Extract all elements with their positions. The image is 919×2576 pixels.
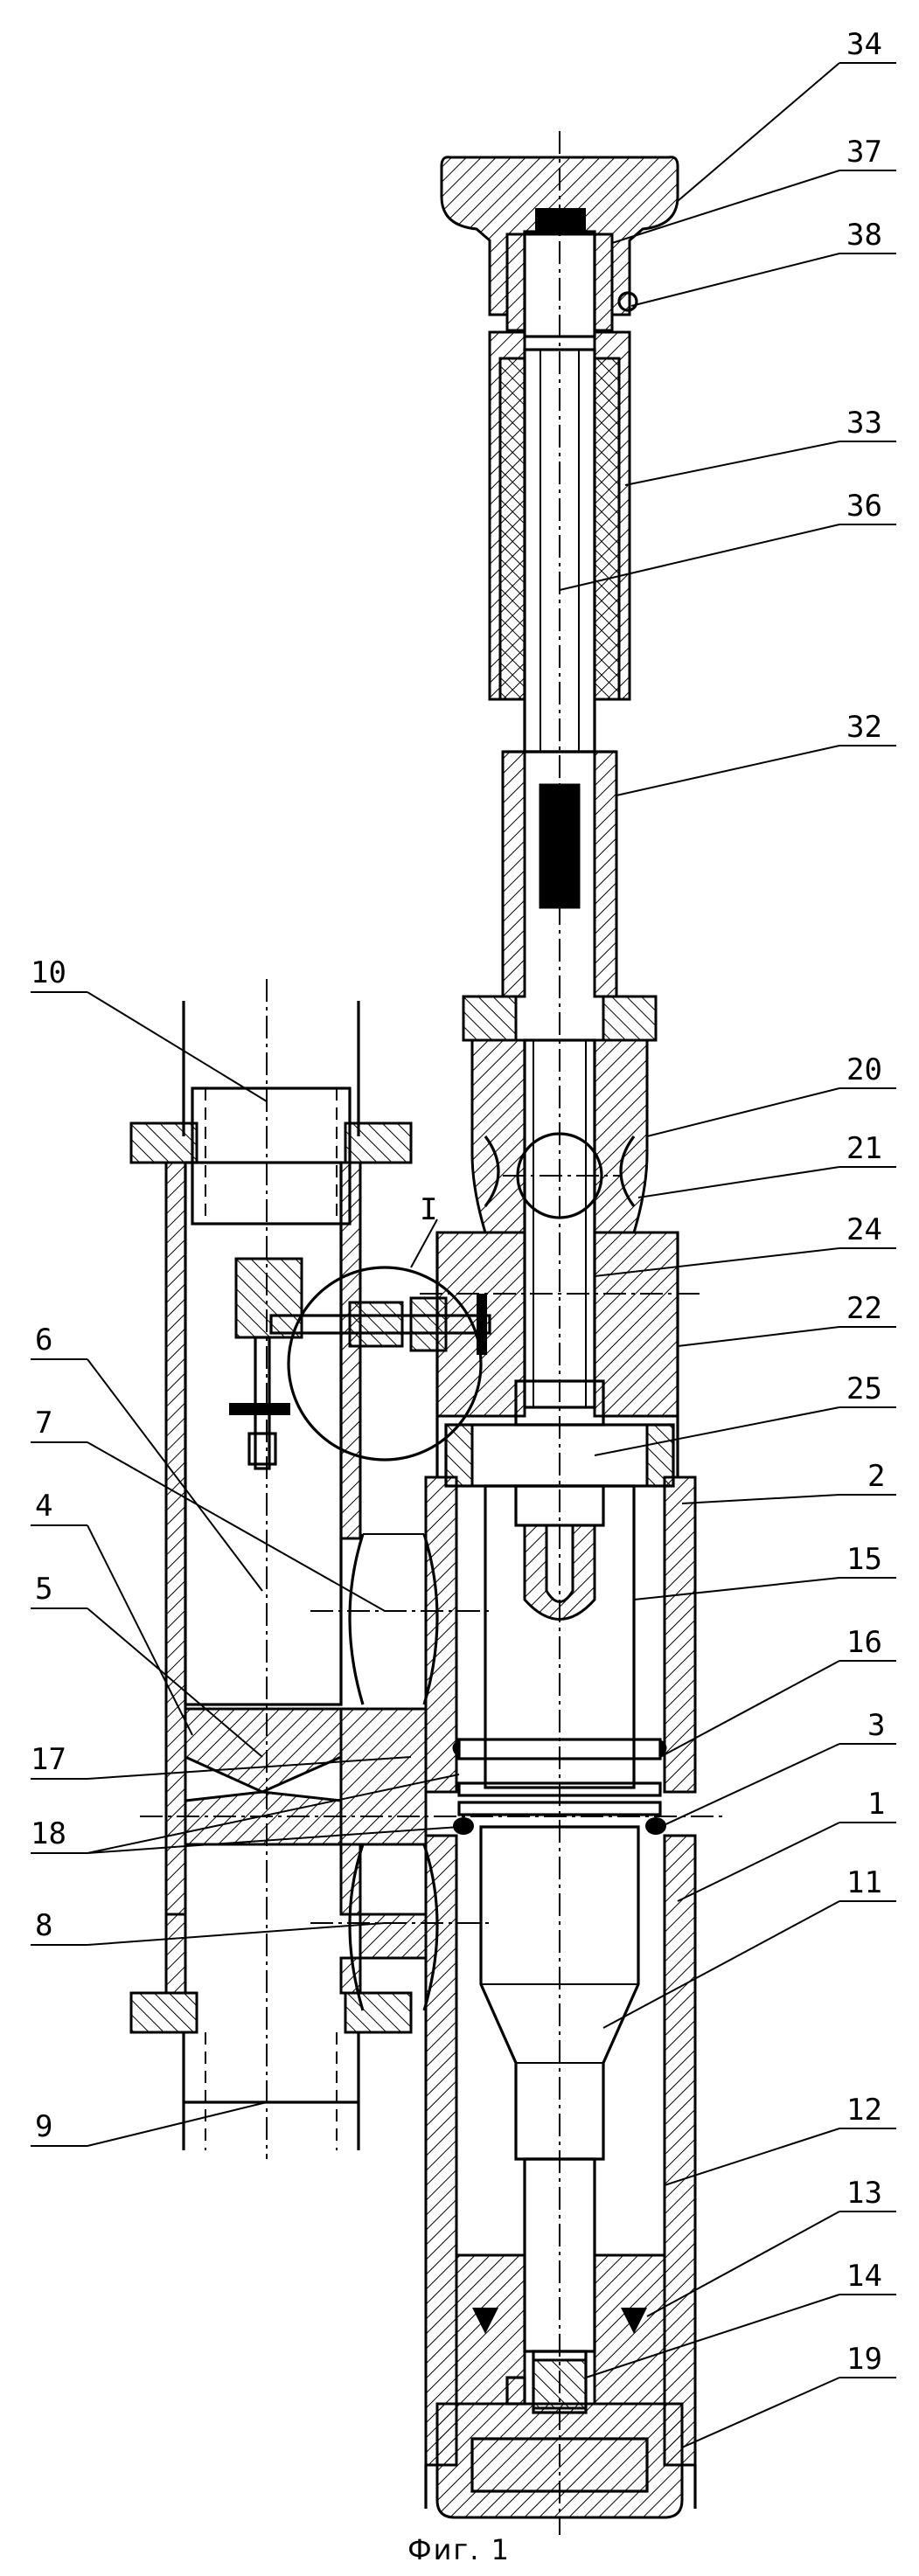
lower-chamber-8: [341, 1844, 426, 1958]
callout-3: 3: [867, 1708, 885, 1743]
callout-12: 12: [846, 2093, 882, 2128]
callout-7: 7: [35, 1406, 52, 1441]
callout-33: 33: [846, 406, 882, 441]
callout-8: 8: [35, 1908, 52, 1943]
callout-24: 24: [846, 1212, 882, 1247]
callout-36: 36: [846, 489, 882, 524]
callout-16: 16: [846, 1625, 882, 1660]
callout-2: 2: [867, 1459, 885, 1494]
callout-38: 38: [846, 218, 882, 253]
callout-37: 37: [846, 135, 882, 170]
figure-caption: Фиг. 1: [407, 2533, 511, 2566]
detail-marker-label: I: [420, 1192, 437, 1227]
callout-6: 6: [35, 1323, 52, 1357]
callout-25: 25: [846, 1371, 882, 1406]
callout-5: 5: [35, 1572, 52, 1607]
callout-15: 15: [846, 1542, 882, 1577]
callout-32: 32: [846, 710, 882, 745]
callout-11: 11: [846, 1865, 882, 1900]
callout-19: 19: [846, 2342, 882, 2377]
callout-9: 9: [35, 2109, 52, 2144]
callout-14: 14: [846, 2259, 882, 2294]
callout-22: 22: [846, 1291, 882, 1326]
callout-4: 4: [35, 1489, 52, 1524]
callout-1: 1: [867, 1787, 885, 1822]
upper-flange: [131, 1123, 411, 1163]
callout-18: 18: [31, 1816, 66, 1851]
lower-pipe-9: [184, 2032, 359, 2150]
callout-21: 21: [846, 1131, 882, 1166]
upper-pipe-10: [184, 1001, 359, 1224]
callout-34: 34: [846, 27, 882, 62]
callout-13: 13: [846, 2176, 882, 2211]
callout-17: 17: [31, 1742, 66, 1777]
callout-20: 20: [846, 1052, 882, 1087]
callout-10: 10: [31, 955, 66, 990]
